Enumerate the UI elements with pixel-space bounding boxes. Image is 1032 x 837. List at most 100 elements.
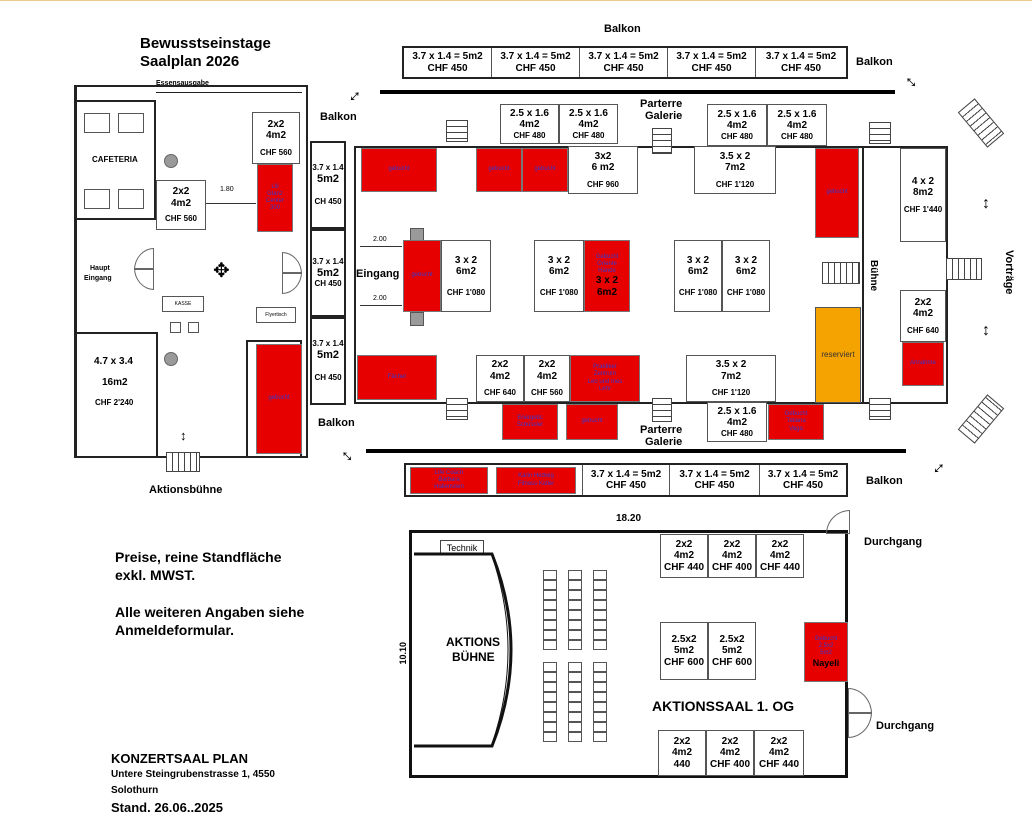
stairs-curved-bottom: [957, 394, 1005, 444]
booth-r-bue[interactable]: Annahme: [902, 342, 944, 386]
booth-size: 3.7 x 1.4: [312, 257, 344, 267]
booth-area: 4m2: [726, 120, 747, 132]
booth-r-top3[interactable]: gebucht: [522, 148, 568, 192]
booth-price: CHF 600: [711, 656, 752, 668]
balkon-label-bl: Balkon: [318, 417, 355, 429]
booth-area: 5m2: [316, 172, 340, 185]
chair: [568, 610, 582, 620]
booth-r-eing[interactable]: gebucht: [403, 240, 441, 312]
balkon-top-row: [402, 46, 848, 79]
booth-occupant: Hände: [598, 268, 616, 275]
dim-200a: 2.00: [373, 236, 387, 243]
booth-reserviert[interactable]: reserviert: [815, 307, 861, 403]
booth-r-bot1[interactable]: Fächer: [357, 355, 437, 400]
booth-r-top2[interactable]: gebucht: [476, 148, 522, 192]
booth-price: CHF 960: [586, 179, 619, 189]
chair: [593, 600, 607, 610]
parterre-label-bottom: Parterre: [640, 424, 683, 436]
booth-price: CHF 450: [603, 62, 644, 74]
booth-price: CHF 440: [759, 561, 800, 573]
booth-caf-r1[interactable]: Lili Glanz Center 300: [257, 164, 293, 232]
chair: [593, 630, 607, 640]
booth-size: 3 x 2: [454, 254, 478, 266]
booth-area: 5m2: [673, 645, 694, 657]
balcony-rail-top: [380, 90, 895, 94]
booth-occupant: Energetic: [517, 414, 543, 421]
booth-size: 2x2: [723, 538, 741, 550]
chair: [543, 702, 557, 712]
booth-size: 3 x 2: [595, 275, 619, 287]
booth-caf2[interactable]: 2x2 4m2 CHF 560: [156, 180, 206, 230]
booth-price: CHF 450: [515, 62, 556, 74]
entry-post: [410, 312, 424, 326]
booth-r-top1[interactable]: gebucht: [361, 148, 437, 192]
booth-r-top4[interactable]: gebucht: [815, 148, 859, 238]
chair: [568, 722, 582, 732]
stairs-buehne: [822, 262, 860, 284]
booth-occupant: gebucht: [581, 418, 603, 425]
booth-price: CHF 1'080: [539, 287, 579, 297]
chair: [543, 630, 557, 640]
booth-occupant: Gebucht: [595, 253, 619, 260]
chair: [593, 662, 607, 672]
booth-area: 4m2: [489, 370, 510, 382]
booth-price: CHF 1'440: [903, 204, 943, 214]
chair: [568, 570, 582, 580]
stairs-parterre-bottom: [652, 398, 672, 422]
booth-caf1[interactable]: 2x2 4m2 CHF 560: [252, 112, 300, 164]
stairs-aktionsbuehne: [166, 452, 200, 472]
chair: [543, 692, 557, 702]
booth-size: 3.7 x 1.4 = 5m2: [676, 51, 747, 62]
booth-caf-r2[interactable]: gebucht: [256, 344, 302, 454]
booth-r-g2[interactable]: gebucht: [566, 404, 618, 440]
durchgang-door: [848, 712, 872, 738]
stairs-bottom-right: [869, 398, 891, 420]
booth-price: CHF 480: [720, 428, 753, 438]
footer-city: Solothurn: [111, 785, 159, 796]
chair: [543, 620, 557, 630]
kasse-label: KASSE: [174, 301, 192, 307]
